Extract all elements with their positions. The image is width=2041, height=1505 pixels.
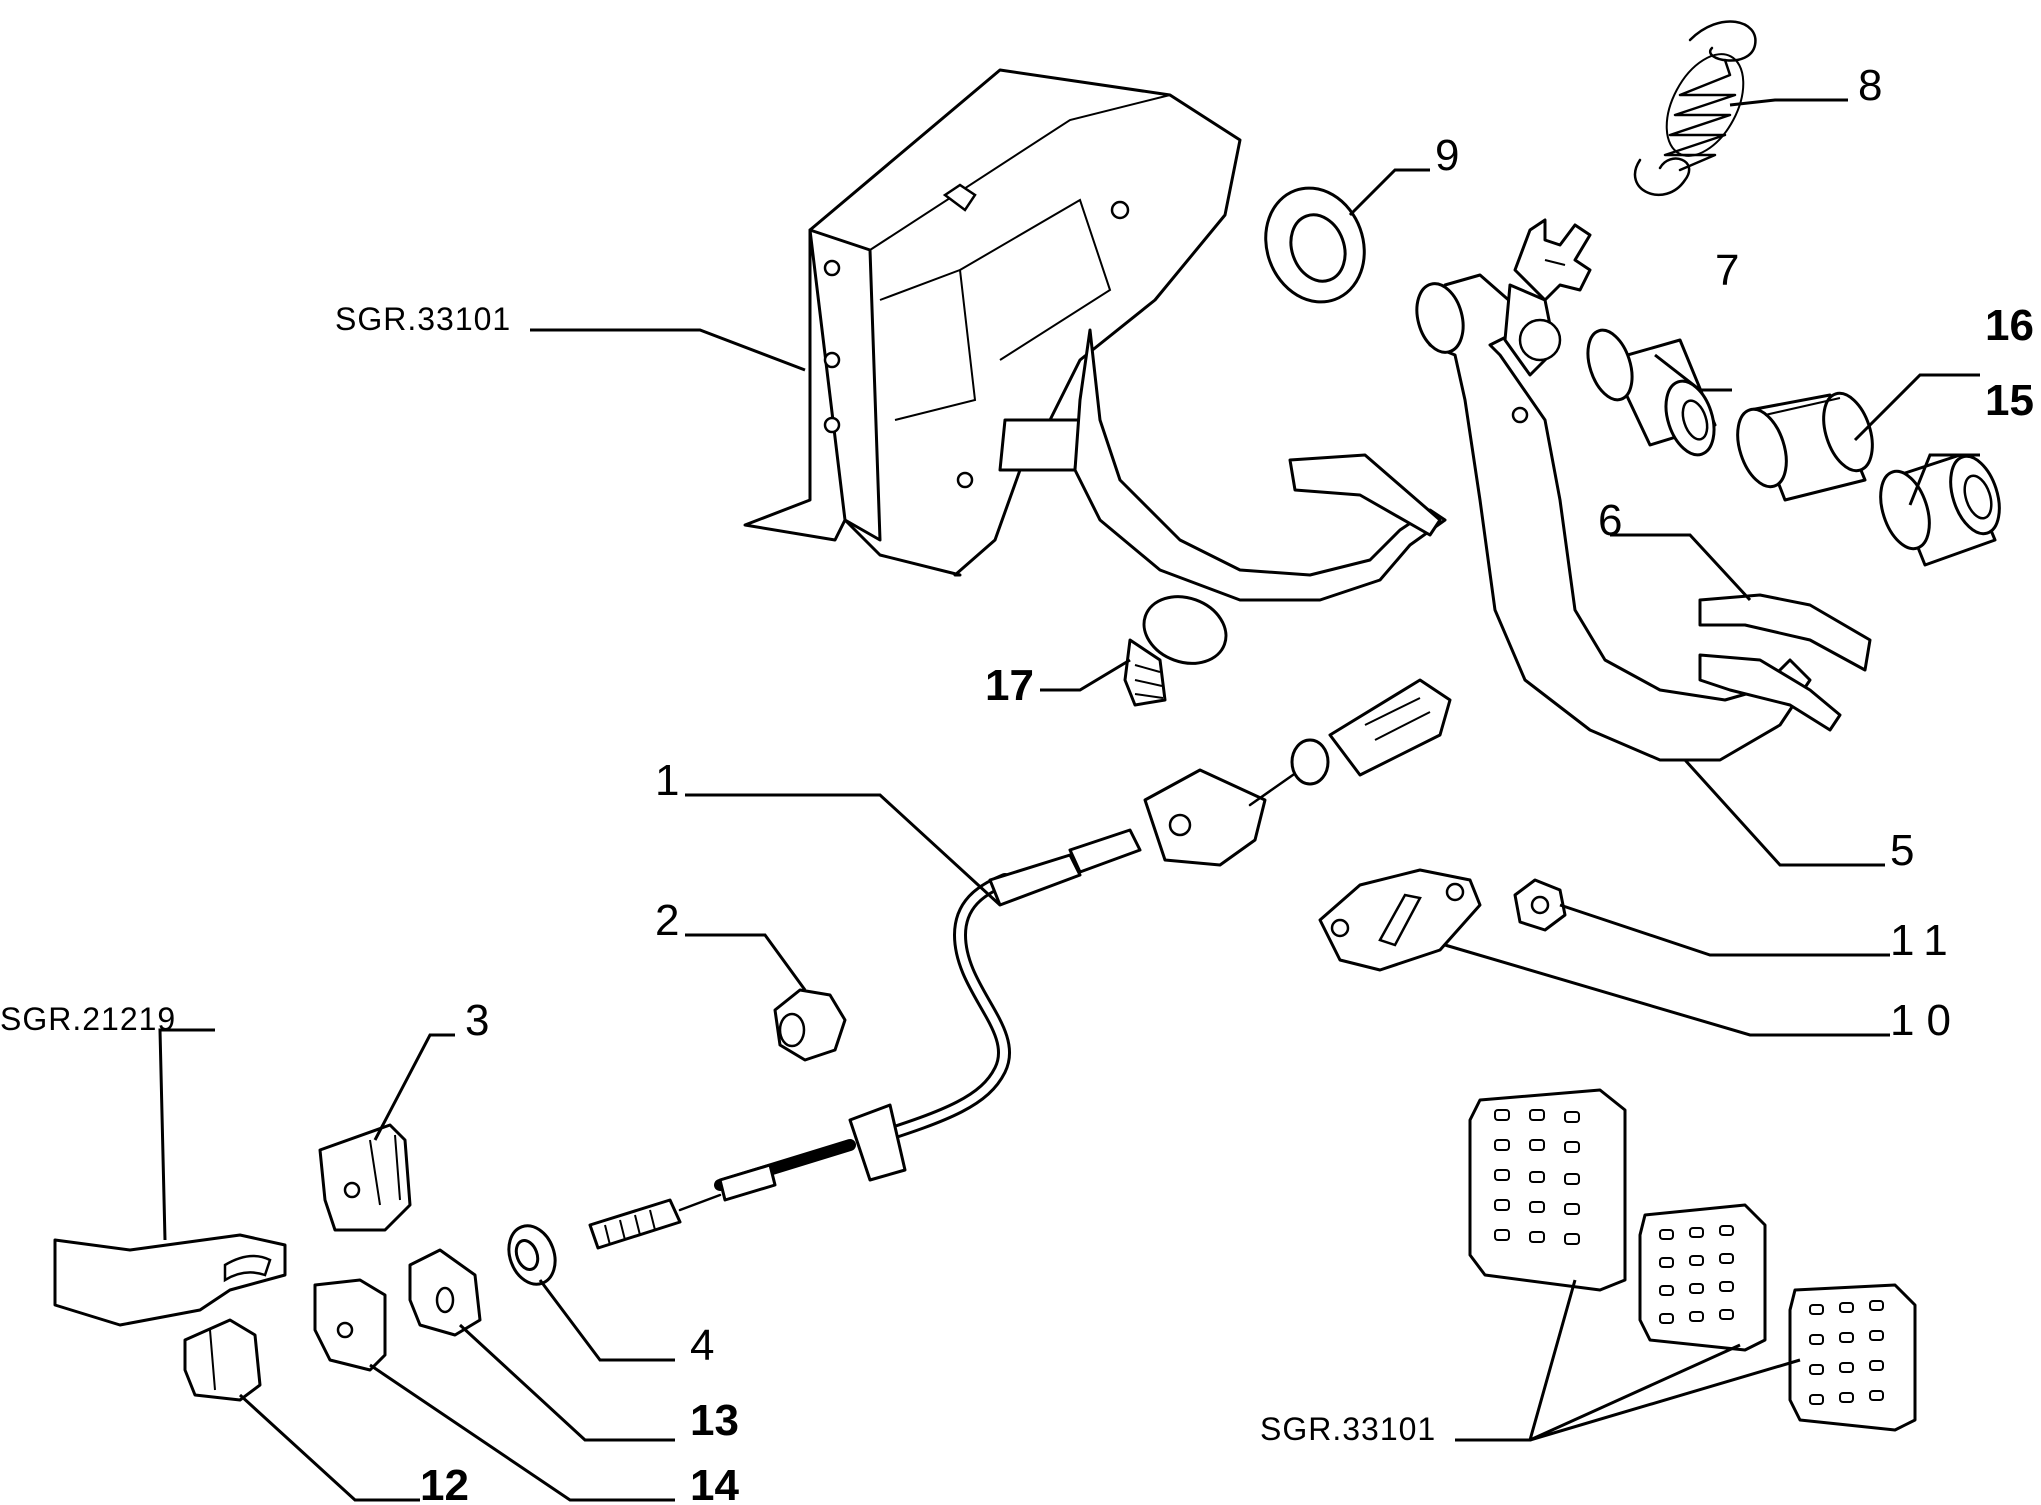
plate-part-10 [1318,868,1482,972]
part-label-15: 15 [1985,376,2034,425]
clip-part-14 [313,1278,387,1372]
ref-label-mount: SGR.21219 [0,1001,176,1037]
pedal-bracket-assembly [743,68,1447,602]
pedal-part-5 [1415,218,1812,762]
pedal-pad-large [1468,1088,1627,1292]
part-label-13: 13 [690,1396,739,1445]
ref-label-bracket: SGR.33101 [335,301,511,337]
ref-label-pads: SGR.33101 [1260,1411,1436,1447]
clip-part-13 [408,1248,482,1337]
part-label-12: 12 [420,1461,469,1505]
pedal-pad-part-6 [1698,593,1872,732]
part-label-3: 3 [465,996,489,1045]
part-label-16: 16 [1985,301,2034,350]
mount-bracket [53,1233,287,1327]
part-label-17: 17 [985,661,1034,710]
labels: SGR.33101 SGR.21219 SGR.33101 1 2 3 4 5 … [0,61,2034,1505]
part-label-6: 6 [1598,496,1622,545]
pedal-pad-medium [1638,1203,1767,1352]
part-label-9: 9 [1435,131,1459,180]
pedal-pads-group [1468,1088,1917,1432]
bush-part-4 [507,1224,557,1286]
washer-part-9 [1264,186,1366,304]
nut-part-11 [1513,878,1567,932]
clip-part-17 [1123,595,1228,707]
leader-lines [158,98,1980,1502]
pin-part-15 [1879,453,2001,567]
spring-part-8 [1633,20,1757,197]
grommet-part-2 [773,988,847,1062]
part-label-4: 4 [690,1321,714,1370]
clip-part-3 [318,1123,412,1232]
part-label-7: 7 [1715,246,1739,295]
part-label-2: 2 [655,896,679,945]
part-label-1: 1 [655,756,679,805]
sleeve-part-16 [1736,391,1874,502]
part-label-8: 8 [1858,61,1882,110]
part-label-11: 11 [1890,916,1960,965]
bush-part-12 [183,1318,262,1402]
part-label-14: 14 [690,1461,739,1505]
part-label-5: 5 [1890,826,1914,875]
pedal-pad-small [1788,1283,1917,1432]
clutch-cable-part-1 [588,678,1452,1250]
bushing-part-7 [1586,328,1717,457]
part-label-10: 10 [1890,996,1963,1045]
